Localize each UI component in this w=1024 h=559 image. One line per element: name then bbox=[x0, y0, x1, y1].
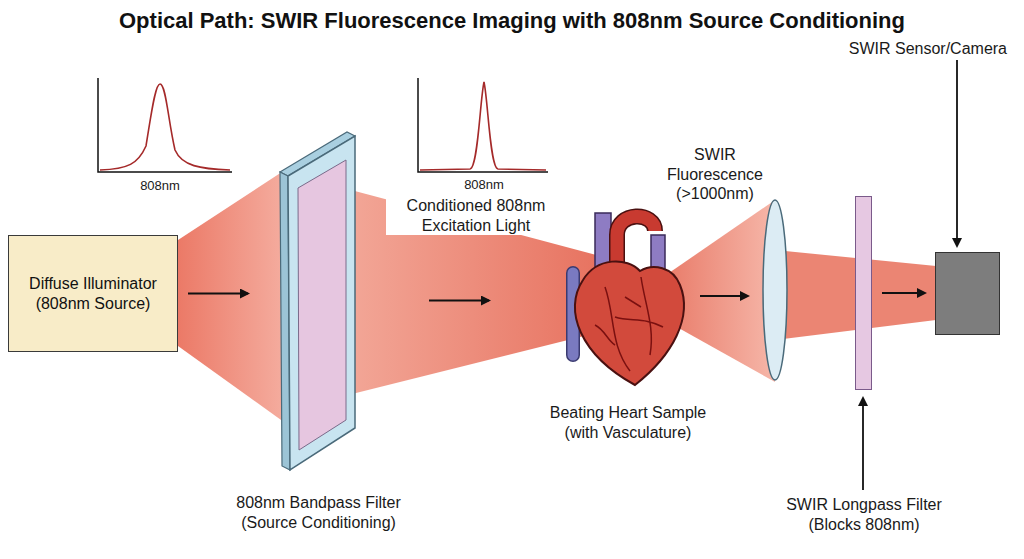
leader-arrow bbox=[956, 60, 958, 246]
lens bbox=[763, 200, 787, 380]
longpass-filter: SWIR Longpass Filter (Blocks 808nm) bbox=[855, 196, 872, 390]
spectrum-graph bbox=[418, 78, 548, 172]
camera-box: SWIR Sensor/Camera bbox=[935, 252, 1000, 335]
heart-illustration bbox=[555, 205, 700, 390]
flow-arrow bbox=[700, 295, 748, 297]
illuminator-box: Diffuse Illuminator (808nm Source) bbox=[8, 235, 178, 352]
flow-arrow bbox=[429, 300, 489, 302]
heart-sample: Beating Heart Sample (with Vasculature) bbox=[555, 205, 700, 390]
node-label: SWIR Sensor/Camera bbox=[849, 39, 1007, 59]
node-label: 808nm Bandpass Filter (Source Conditioni… bbox=[219, 493, 419, 532]
node-label: SWIR Longpass Filter (Blocks 808nm) bbox=[764, 495, 964, 534]
node-label: Diffuse Illuminator (808nm Source) bbox=[26, 274, 161, 313]
annotation-label: 808nm bbox=[444, 177, 524, 193]
spectrum-graph bbox=[98, 78, 232, 172]
annotation-label: Conditioned 808nm Excitation Light bbox=[386, 196, 566, 235]
bandpass-filter: 808nm Bandpass Filter (Source Conditioni… bbox=[258, 128, 363, 473]
annotation-label: 808nm bbox=[120, 178, 200, 194]
diagram-title: Optical Path: SWIR Fluorescence Imaging … bbox=[0, 8, 1024, 34]
leader-arrow bbox=[862, 398, 864, 490]
node-label: Beating Heart Sample (with Vasculature) bbox=[533, 403, 723, 442]
flow-arrow bbox=[188, 293, 248, 295]
excitation-beam bbox=[336, 186, 600, 398]
filter-panel bbox=[258, 128, 363, 473]
annotation-label: SWIR Fluorescence (>1000nm) bbox=[655, 145, 775, 204]
light-cone bbox=[178, 168, 288, 425]
flow-arrow bbox=[882, 292, 925, 294]
